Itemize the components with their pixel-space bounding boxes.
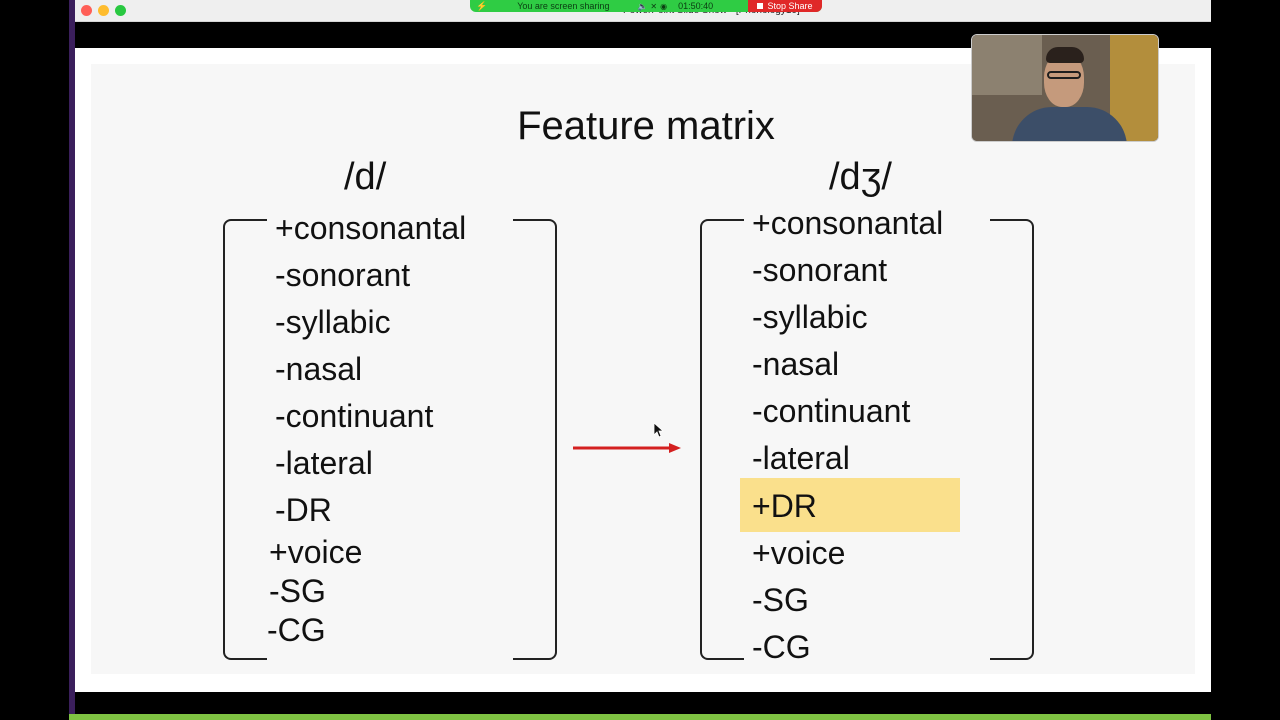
window-left-edge <box>69 0 75 720</box>
mic-icon[interactable]: 🔈✕◉ <box>637 1 671 11</box>
share-status-text: You are screen sharing <box>517 1 610 11</box>
slide: Feature matrix /d/ /dʒ/ +consonantal -so… <box>91 64 1195 674</box>
arrow-icon <box>573 443 681 453</box>
video-thumbnail[interactable] <box>971 34 1159 142</box>
feature-item: -lateral <box>752 440 850 476</box>
feature-item: -nasal <box>752 346 840 382</box>
feature-item: -sonorant <box>275 257 411 293</box>
phoneme-heading-dzh: /dʒ/ <box>829 156 892 198</box>
feature-item: -continuant <box>752 393 911 429</box>
bolt-icon: ⚡ <box>476 0 488 11</box>
feature-item: -lateral <box>275 445 373 481</box>
feature-item: -CG <box>752 629 811 665</box>
zoom-window-button[interactable] <box>115 5 126 16</box>
minimize-window-button[interactable] <box>98 5 109 16</box>
feature-item-highlighted: +DR <box>752 488 817 524</box>
stop-icon <box>757 3 764 9</box>
slideshow-stage: Feature matrix /d/ /dʒ/ +consonantal -so… <box>75 48 1211 692</box>
share-timer: 01:50:40 <box>678 1 714 11</box>
matrix-bracket-left <box>223 219 267 660</box>
feature-item: +voice <box>752 535 846 571</box>
glasses-icon <box>1047 71 1081 79</box>
feature-item: -syllabic <box>752 299 868 335</box>
feature-item: +consonantal <box>752 205 944 241</box>
cursor-icon <box>654 423 664 437</box>
feature-item: -SG <box>752 582 809 618</box>
feature-item: -DR <box>275 492 332 528</box>
bottom-taskbar-edge <box>69 714 1211 720</box>
feature-item: -sonorant <box>752 252 888 288</box>
feature-item: -SG <box>269 573 326 609</box>
feature-item: +voice <box>269 534 363 570</box>
phoneme-heading-d: /d/ <box>344 156 387 198</box>
feature-item: -syllabic <box>275 304 391 340</box>
close-window-button[interactable] <box>81 5 92 16</box>
feature-item: -nasal <box>275 351 363 387</box>
feature-item: +consonantal <box>275 210 467 246</box>
matrix-bracket-right <box>513 219 557 660</box>
highlighted-feature-box <box>740 478 960 532</box>
presenter-body <box>1012 107 1127 141</box>
stop-share-label: Stop Share <box>767 1 813 11</box>
stop-share-button[interactable]: Stop Share <box>748 0 822 12</box>
screen-share-bar[interactable]: ⚡ You are screen sharing 🔈✕◉ 01:50:40 St… <box>470 0 822 12</box>
feature-item: -continuant <box>275 398 434 434</box>
matrix-bracket-left <box>700 219 744 660</box>
slide-title: Feature matrix <box>517 104 775 148</box>
feature-item: -CG <box>267 612 326 648</box>
matrix-bracket-right <box>990 219 1034 660</box>
